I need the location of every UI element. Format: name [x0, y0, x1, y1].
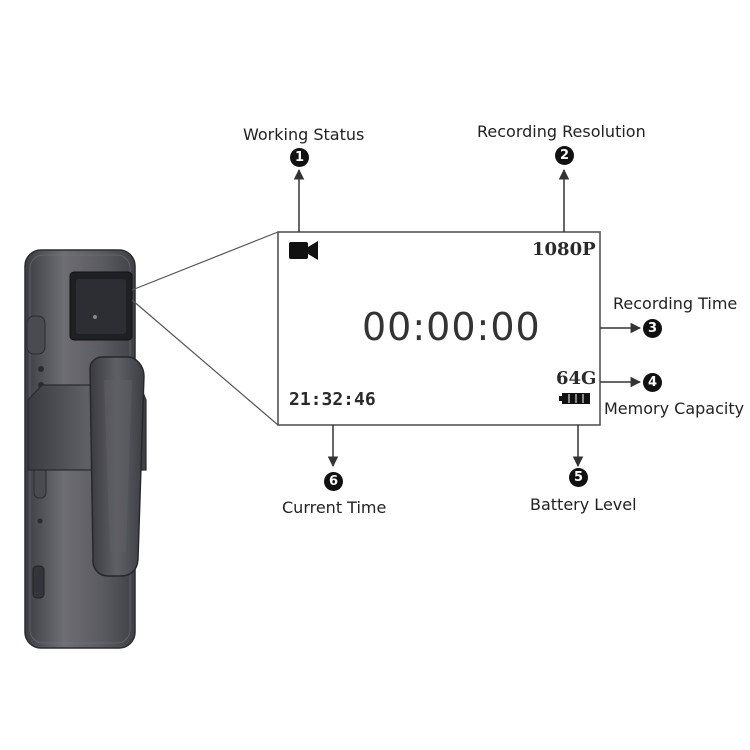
- zoom-line-top: [131, 231, 279, 291]
- clock-value: 21:32:46: [289, 389, 376, 410]
- callout-badge-6: 6: [324, 472, 343, 491]
- capacity-value: 64G: [556, 368, 597, 389]
- callout-label-recording-time: Recording Time: [613, 294, 738, 313]
- callout-badge-4: 4: [643, 373, 662, 392]
- resolution-value: 1080P: [532, 239, 596, 260]
- callout-badge-3: 3: [643, 319, 662, 338]
- zoom-line-bottom: [131, 299, 279, 426]
- callout-label-memory-capacity: Memory Capacity: [604, 399, 745, 418]
- callout-label-battery-level: Battery Level: [530, 495, 637, 514]
- callout-badge-1: 1: [290, 148, 309, 167]
- camera-device: [24, 249, 147, 649]
- callout-label-recording-resolution: Recording Resolution: [477, 122, 646, 141]
- callout-badge-2: 2: [555, 146, 574, 165]
- video-camera-icon: [289, 241, 318, 260]
- screen-frame: [277, 231, 601, 426]
- callout-label-working-status: Working Status: [243, 125, 365, 144]
- battery-full-icon: [559, 393, 590, 404]
- recording-time-value: 00:00:00: [362, 305, 541, 349]
- callout-badge-5: 5: [569, 468, 588, 487]
- callout-label-current-time: Current Time: [282, 498, 387, 517]
